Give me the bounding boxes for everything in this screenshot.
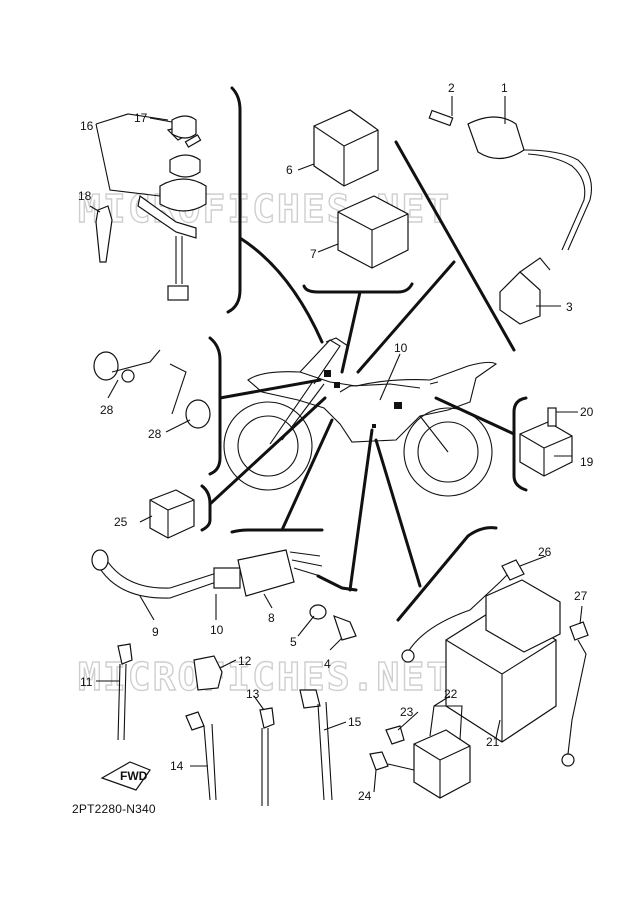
bracket-relay xyxy=(200,484,212,532)
callout-18: 18 xyxy=(78,189,92,203)
bracket-ignition xyxy=(226,86,242,314)
callout-3: 3 xyxy=(566,300,573,314)
ignition-switch xyxy=(95,115,207,301)
bracket-cdi xyxy=(302,282,414,294)
bracket-battery xyxy=(396,526,498,622)
callout-leaders xyxy=(89,96,583,793)
callout-21: 21 xyxy=(486,735,500,749)
battery xyxy=(401,559,589,767)
callout-26: 26 xyxy=(538,545,552,559)
leader-rectifier xyxy=(434,396,516,436)
callout-23: 23 xyxy=(400,705,414,719)
bands-and-clamps xyxy=(117,643,333,806)
callout-28-lower: 28 xyxy=(148,427,162,441)
bracket-fuse xyxy=(208,336,222,476)
callout-1: 1 xyxy=(501,81,508,95)
neutral-switch xyxy=(309,604,357,641)
callout-9: 9 xyxy=(152,625,159,639)
fwd-arrow: FWD xyxy=(100,761,151,791)
callout-12: 12 xyxy=(238,654,252,668)
callout-5: 5 xyxy=(290,635,297,649)
ignition-coil xyxy=(428,109,593,325)
callout-8: 8 xyxy=(268,611,275,625)
leader-relay xyxy=(208,396,327,506)
relay xyxy=(149,489,195,539)
leader-harness xyxy=(280,418,334,532)
leader-ignition xyxy=(238,236,324,344)
callout-10-bike: 10 xyxy=(394,341,408,355)
rectifier-regulator xyxy=(519,407,573,477)
diagram-code: 2PT2280-N340 xyxy=(72,802,156,816)
callout-2: 2 xyxy=(448,81,455,95)
leader-fuse xyxy=(218,378,322,400)
callout-17: 17 xyxy=(134,111,148,125)
callout-6: 6 xyxy=(286,163,293,177)
callout-19: 19 xyxy=(580,455,594,469)
wire-harness xyxy=(91,549,323,599)
callout-22: 22 xyxy=(444,687,458,701)
leader-cdi xyxy=(340,290,362,374)
leader-coil xyxy=(356,260,456,374)
callout-7: 7 xyxy=(310,247,317,261)
callout-20: 20 xyxy=(580,405,594,419)
motorcycle-outline xyxy=(223,337,497,497)
callout-13: 13 xyxy=(246,687,260,701)
callout-28-upper: 28 xyxy=(100,403,114,417)
callout-4: 4 xyxy=(324,657,331,671)
starter-relay xyxy=(369,725,471,799)
bracket-rectifier xyxy=(512,396,528,492)
callout-24: 24 xyxy=(358,789,372,803)
bracket-coil xyxy=(394,140,516,352)
callout-15: 15 xyxy=(348,715,362,729)
fuse-holder xyxy=(93,349,211,429)
watermark-bottom: MICROFICHES.NET xyxy=(78,655,451,699)
bracket-harness xyxy=(230,528,324,534)
cdi-unit xyxy=(313,109,409,269)
callout-27: 27 xyxy=(574,589,588,603)
fwd-label: FWD xyxy=(120,769,148,783)
callout-10-harness: 10 xyxy=(210,623,224,637)
callout-11: 11 xyxy=(80,675,93,689)
callout-25: 25 xyxy=(114,515,128,529)
callout-16: 16 xyxy=(80,119,94,133)
leader-battery xyxy=(374,438,422,588)
callout-14: 14 xyxy=(170,759,184,773)
leader-neutral xyxy=(348,428,374,592)
